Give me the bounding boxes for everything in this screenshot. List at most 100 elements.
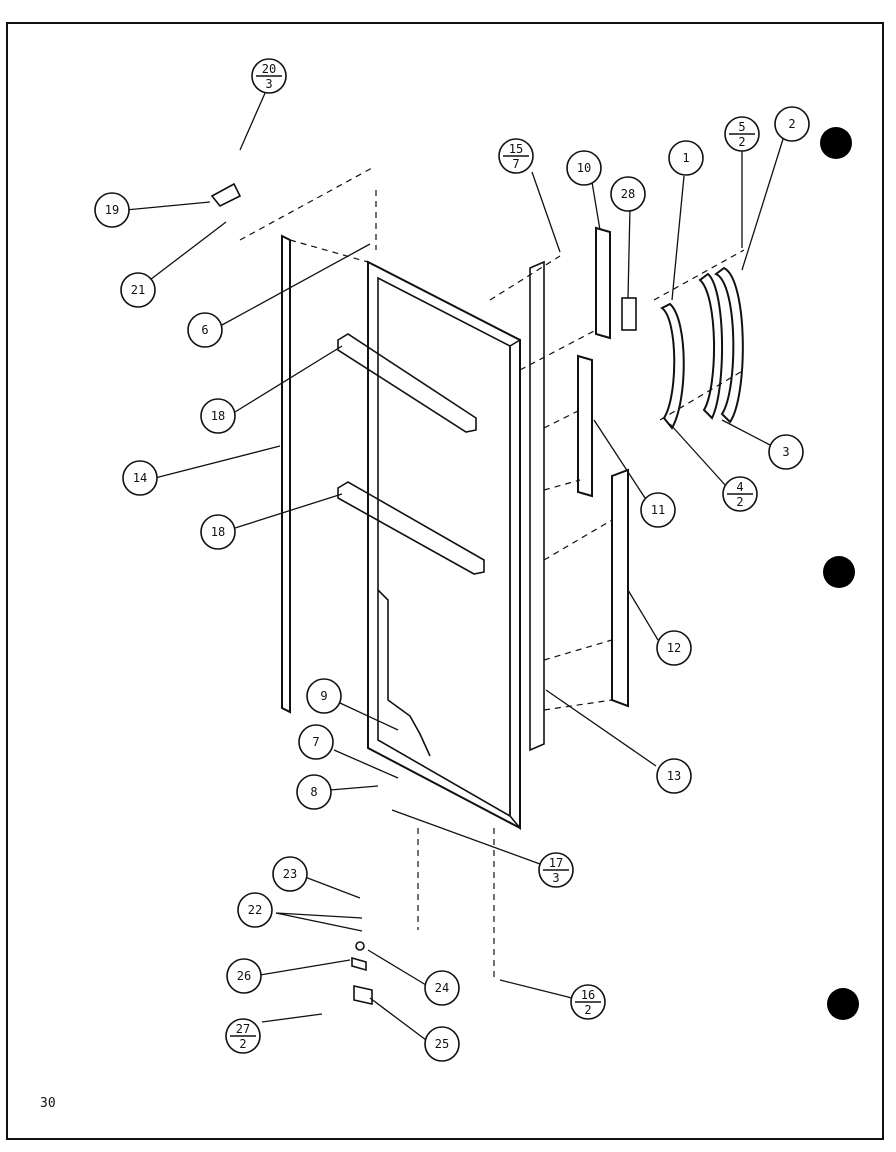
callout-part-number: 11	[651, 503, 665, 517]
door-panel	[367, 260, 521, 830]
callout-part-number: 20	[262, 62, 276, 76]
callout-part-number: 27	[236, 1022, 250, 1036]
callout-circle	[272, 856, 308, 892]
callout-circle	[94, 192, 130, 228]
callout-circle	[226, 958, 262, 994]
callout-18a: 18	[200, 398, 236, 434]
callout-8: 8	[296, 774, 332, 810]
callout-circle	[200, 514, 236, 550]
callout-part-number: 2	[788, 117, 795, 131]
callout-part-number: 16	[581, 988, 595, 1002]
callout-part-number: 17	[549, 856, 563, 870]
callout-circle	[640, 492, 676, 528]
callout-circle	[296, 774, 332, 810]
callout-part-number: 12	[667, 641, 681, 655]
callout-quantity: 2	[584, 1003, 591, 1017]
door-panel-inner	[377, 276, 511, 818]
callout-circle	[774, 106, 810, 142]
hinge-bushing-24	[355, 941, 365, 951]
callout-part-number: 24	[435, 981, 449, 995]
bottom-hinge	[353, 985, 373, 1005]
callout-16-of-2: 162	[570, 984, 606, 1020]
handle-3	[714, 266, 744, 424]
callout-quantity: 3	[552, 871, 559, 885]
trim-12	[611, 468, 629, 708]
callout-part-number: 22	[248, 903, 262, 917]
callout-part-number: 8	[310, 785, 317, 799]
callout-part-number: 28	[621, 187, 635, 201]
callout-9: 9	[306, 678, 342, 714]
callout-3: 3	[768, 434, 804, 470]
callout-part-number: 4	[736, 480, 743, 494]
binder-hole-middle	[823, 556, 855, 588]
callout-26: 26	[226, 958, 262, 994]
callout-part-number: 9	[320, 689, 327, 703]
callout-circle	[122, 460, 158, 496]
callout-part-number: 7	[312, 735, 319, 749]
callout-2: 2	[774, 106, 810, 142]
callout-circle	[768, 434, 804, 470]
callout-circle	[566, 150, 602, 186]
callout-23: 23	[272, 856, 308, 892]
callout-17-of-3: 173	[538, 852, 574, 888]
callout-24: 24	[424, 970, 460, 1006]
callout-10: 10	[566, 150, 602, 186]
cutaway-line	[377, 589, 431, 757]
callout-1: 1	[668, 140, 704, 176]
callout-quantity: 2	[239, 1037, 246, 1051]
shelf-bracket-upper	[337, 333, 477, 433]
callout-14: 14	[122, 460, 158, 496]
callout-6: 6	[187, 312, 223, 348]
callout-part-number: 6	[201, 323, 208, 337]
callout-quantity: 7	[512, 157, 519, 171]
callout-4-of-2: 42	[722, 476, 758, 512]
callout-21: 21	[120, 272, 156, 308]
callout-quantity: 3	[265, 77, 272, 91]
callout-circle	[237, 892, 273, 928]
callout-13: 13	[656, 758, 692, 794]
callout-part-number: 13	[667, 769, 681, 783]
callout-circle	[656, 758, 692, 794]
callout-part-number: 25	[435, 1037, 449, 1051]
callout-circle	[656, 630, 692, 666]
callout-part-number: 14	[133, 471, 147, 485]
handle-2	[698, 272, 724, 420]
callout-11: 11	[640, 492, 676, 528]
callout-part-number: 21	[131, 283, 145, 297]
binder-hole-top	[820, 127, 852, 159]
callout-part-number: 19	[105, 203, 119, 217]
trim-11	[577, 354, 593, 498]
callout-part-number: 10	[577, 161, 591, 175]
callout-circle	[200, 398, 236, 434]
callout-circle	[298, 724, 334, 760]
callout-circle	[668, 140, 704, 176]
callout-19: 19	[94, 192, 130, 228]
callout-circle	[424, 970, 460, 1006]
leader-lines	[125, 83, 785, 1041]
trim-10	[595, 226, 611, 340]
shelf-bracket-lower	[337, 481, 485, 575]
callout-7: 7	[298, 724, 334, 760]
callout-25: 25	[424, 1026, 460, 1062]
callout-part-number: 5	[738, 120, 745, 134]
callout-part-number: 23	[283, 867, 297, 881]
callout-15-of-7: 157	[498, 138, 534, 174]
callout-quantity: 2	[736, 495, 743, 509]
callout-20-of-3: 203	[251, 58, 287, 94]
callout-part-number: 18	[211, 409, 225, 423]
callout-circle	[306, 678, 342, 714]
callout-part-number: 1	[682, 151, 689, 165]
door-assembly-drawing	[210, 182, 744, 1005]
page-number: 30	[40, 1096, 56, 1111]
callout-part-number: 3	[782, 445, 789, 459]
callout-part-number: 18	[211, 525, 225, 539]
callout-5-of-2: 52	[724, 116, 760, 152]
callout-18b: 18	[200, 514, 236, 550]
callout-circle	[424, 1026, 460, 1062]
hinge-bracket-26	[351, 956, 367, 972]
callout-circle	[610, 176, 646, 212]
callout-quantity: 2	[738, 135, 745, 149]
explosion-lines	[239, 167, 745, 978]
